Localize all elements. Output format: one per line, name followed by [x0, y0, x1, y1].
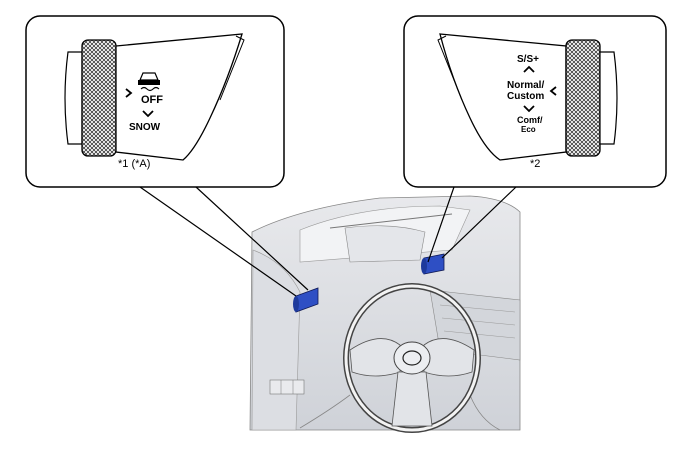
knurled-knob-left: [64, 39, 117, 157]
eco-label: Eco: [521, 125, 536, 134]
custom-label-text: Custom: [507, 91, 544, 102]
callout-left-caption: *1 (*A): [118, 158, 150, 170]
traction-off-label: OFF: [141, 94, 163, 106]
normal-label: Normal/: [507, 80, 544, 91]
leader-right: [427, 186, 517, 263]
switch-body-left: [115, 33, 243, 161]
traction-control-off-icon: [138, 72, 160, 92]
sport-label: S/S+: [517, 54, 539, 65]
dashboard-illustration: [249, 195, 521, 433]
emblem-icon: [402, 350, 422, 366]
callout-left: OFF SNOW *1 (*A): [25, 15, 285, 188]
snow-label: SNOW: [129, 122, 161, 133]
chevron-left-icon: [549, 86, 557, 96]
highlight-switch-left: [293, 287, 319, 313]
chevron-up-icon: [523, 65, 535, 73]
chevron-down-icon: [142, 110, 154, 118]
leader-left: [139, 186, 309, 297]
knurled-knob-right: [565, 39, 618, 157]
chevron-down-icon: [523, 105, 535, 113]
switch-body-right: [439, 33, 567, 161]
chevron-right-icon: [125, 88, 133, 98]
callout-right: S/S+ Normal/ Custom Comf/ Eco *2: [403, 15, 667, 188]
comfort-label: Comf/: [517, 115, 543, 125]
callout-right-caption: *2: [530, 158, 540, 170]
steering-wheel: [343, 283, 481, 433]
